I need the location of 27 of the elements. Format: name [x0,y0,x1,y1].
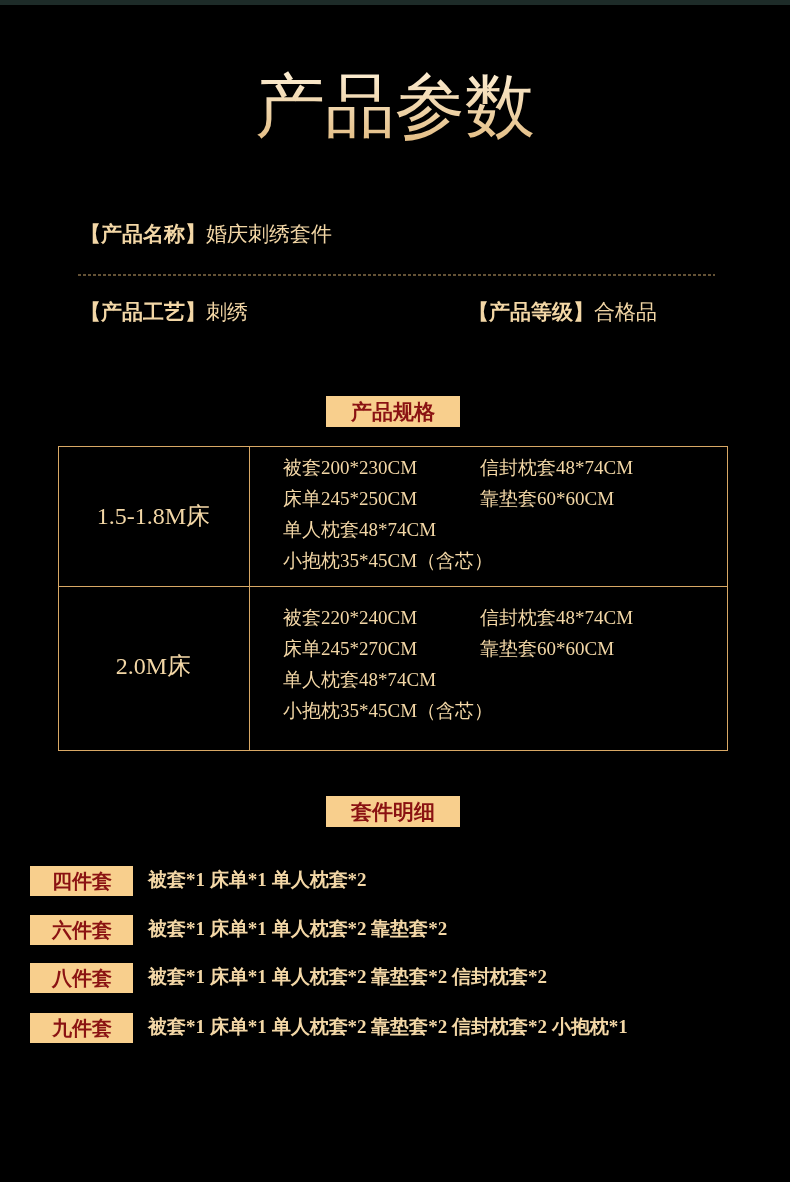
heading-badge: 产品规格 [326,396,460,427]
spec-text: 小抱枕35*45CM（含芯） [283,549,494,573]
spec-text: 被套200*230CM [283,456,418,480]
info-text: 【产品工艺】刺绣 [80,299,248,326]
heading-badge: 套件明细 [326,796,460,827]
heading-badge: 四件套 [30,866,133,896]
info-text: 【产品等级】合格品 [468,299,657,326]
spec-text: 单人枕套48*74CM [283,668,437,692]
heading-badge: 八件套 [30,963,133,993]
bed-size-text: 2.0M床 [114,652,193,681]
spec-text: 单人枕套48*74CM [283,518,437,542]
spec-text: 靠垫套60*60CM [480,487,615,511]
heading-badge: 六件套 [30,915,133,945]
bed-size-text: 1.5-1.8M床 [95,502,212,531]
spec-text: 信封枕套48*74CM [480,606,634,630]
spec-text: 床单245*250CM [283,487,418,511]
set-contents-text: 被套*1 床单*1 单人枕套*2 靠垫套*2 [148,917,448,941]
heading-badge: 九件套 [30,1013,133,1043]
spec-text: 床单245*270CM [283,637,418,661]
set-contents-text: 被套*1 床单*1 单人枕套*2 靠垫套*2 信封枕套*2 小抱枕*1 [148,1015,628,1039]
spec-text: 小抱枕35*45CM（含芯） [283,699,494,723]
spec-text: 被套220*240CM [283,606,418,630]
set-contents-text: 被套*1 床单*1 单人枕套*2 靠垫套*2 信封枕套*2 [148,965,547,989]
info-text: 【产品名称】婚庆刺绣套件 [80,221,332,248]
spec-text: 靠垫套60*60CM [480,637,615,661]
set-contents-text: 被套*1 床单*1 单人枕套*2 [148,868,367,892]
spec-text: 信封枕套48*74CM [480,456,634,480]
